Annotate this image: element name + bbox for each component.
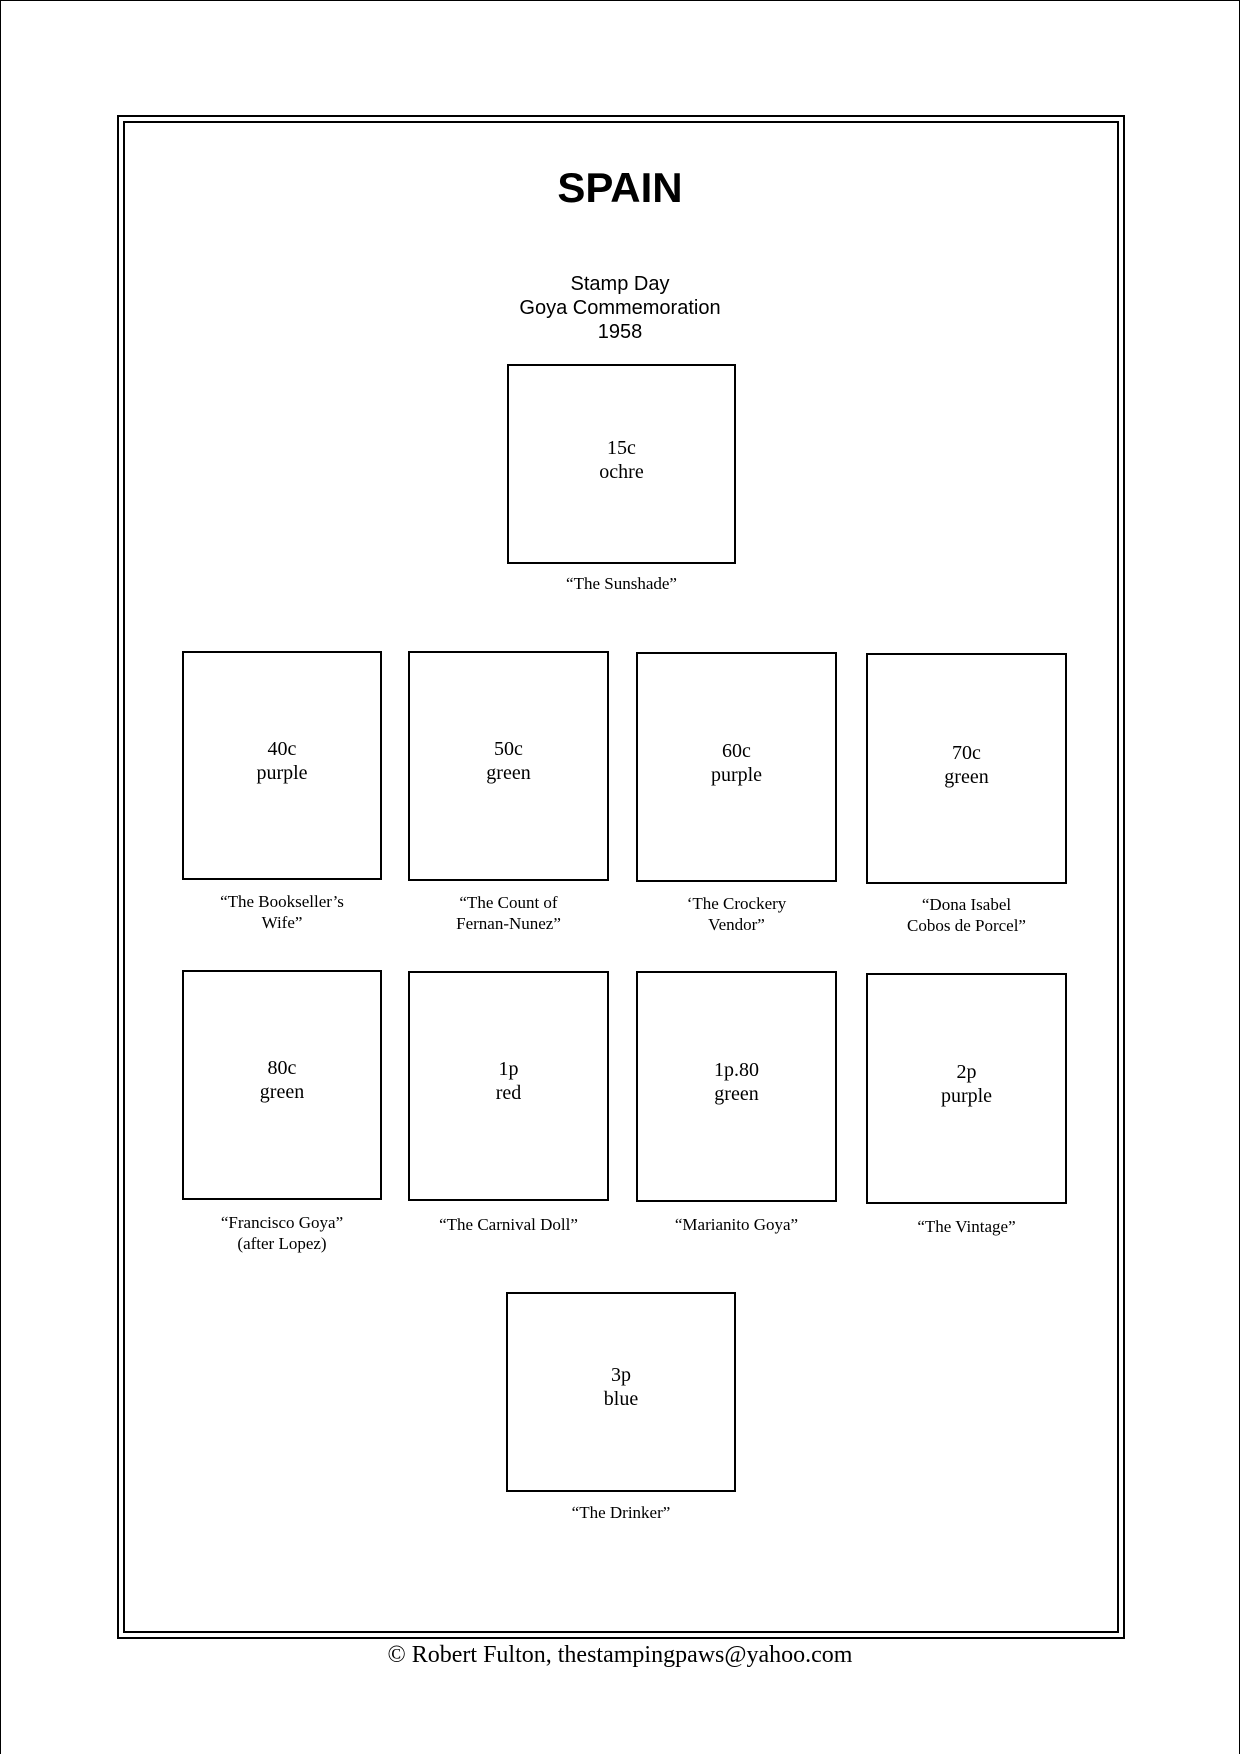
- stamp-caption: Vendor”: [708, 915, 765, 934]
- stamp-box: 50c green: [408, 651, 609, 881]
- stamp-caption: “The Count of: [459, 893, 558, 912]
- stamp-box: 2p purple: [866, 973, 1067, 1204]
- stamp-value: 50c: [494, 738, 523, 760]
- stamp-caption: “Marianito Goya”: [674, 1215, 799, 1234]
- stamp-value: 40c: [267, 738, 297, 760]
- stamp-caption: Wife”: [261, 913, 303, 932]
- issue-line-3: 1958: [597, 321, 643, 343]
- stamp-value: 3p: [611, 1364, 631, 1386]
- stamp-value: 1p.80: [714, 1059, 759, 1081]
- stamp-box: 15c ochre: [507, 364, 736, 564]
- stamp-caption: “Dona Isabel: [921, 895, 1012, 914]
- stamp-color: ochre: [599, 461, 644, 483]
- issue-line-1: Stamp Day: [570, 273, 670, 295]
- stamp-value: 2p: [956, 1061, 977, 1083]
- stamp-caption: “The Vintage”: [917, 1217, 1016, 1236]
- stamp-color: blue: [603, 1388, 639, 1410]
- copyright-footer: © Robert Fulton, thestampingpaws@yahoo.c…: [387, 1642, 853, 1668]
- stamp-caption: ‘The Crockery: [686, 894, 787, 913]
- stamp-color: purple: [256, 762, 308, 784]
- album-frame-outer: [117, 115, 1125, 1639]
- stamp-box: 1p red: [408, 971, 609, 1201]
- stamp-caption: “Francisco Goya”: [220, 1213, 344, 1232]
- issue-line-2: Goya Commemoration: [519, 297, 721, 319]
- stamp-value: 80c: [267, 1057, 297, 1079]
- stamp-caption: “The Bookseller’s: [220, 892, 344, 911]
- stamp-color: purple: [940, 1085, 993, 1107]
- stamp-box: 60c purple: [636, 652, 837, 882]
- stamp-value: 1p: [498, 1058, 519, 1080]
- stamp-color: purple: [710, 764, 763, 786]
- stamp-box: 1p.80 green: [636, 971, 837, 1202]
- stamp-caption: Cobos de Porcel”: [907, 916, 1026, 935]
- stamp-caption: “The Sunshade”: [566, 574, 677, 593]
- stamp-value: 60c: [722, 740, 751, 762]
- stamp-box: 80c green: [182, 970, 382, 1200]
- page-title: SPAIN: [557, 164, 683, 211]
- stamp-value: 15c: [607, 437, 636, 459]
- stamp-box: 70c green: [866, 653, 1067, 884]
- stamp-color: green: [486, 762, 531, 784]
- stamp-color: green: [259, 1081, 305, 1103]
- album-frame-inner: [123, 121, 1119, 1633]
- stamp-value: 70c: [952, 742, 981, 764]
- stamp-color: green: [944, 766, 989, 788]
- stamp-box: 40c purple: [182, 651, 382, 880]
- stamp-caption: Fernan-Nunez”: [456, 914, 561, 933]
- stamp-color: green: [714, 1083, 759, 1105]
- stamp-caption: “The Drinker”: [571, 1503, 671, 1522]
- stamp-caption: “The Carnival Doll”: [439, 1215, 578, 1234]
- stamp-caption: (after Lopez): [237, 1234, 327, 1253]
- stamp-color: red: [495, 1082, 522, 1104]
- stamp-box: 3p blue: [506, 1292, 736, 1492]
